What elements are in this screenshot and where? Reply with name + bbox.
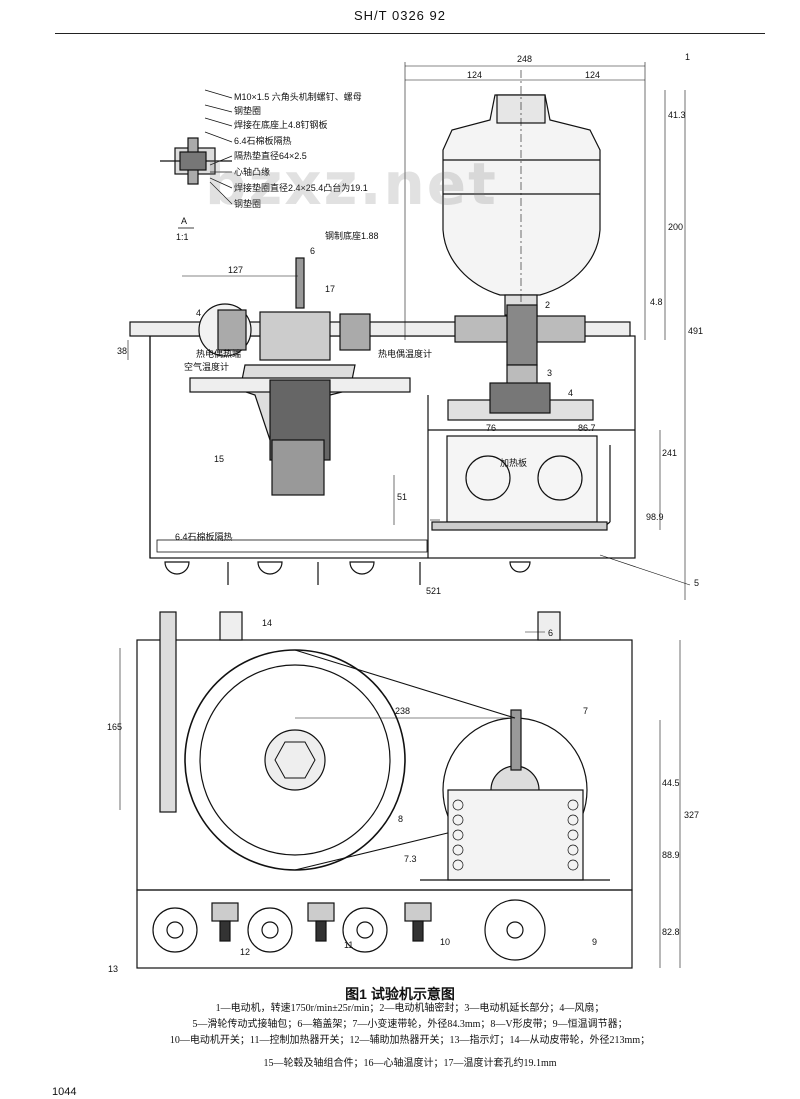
dim-86-7: 86.7 [578,423,596,433]
label-air-temp: 空气温度计 [184,361,229,372]
label-thermometer-well: 热电偶温度计 [378,348,432,359]
marker-4-left: 4 [196,308,201,318]
marker-4: 4 [568,388,573,398]
dim-521: 521 [426,586,441,596]
running-header: SH/T 0326 92 [354,8,446,23]
dim-51: 51 [397,492,407,502]
marker-10: 10 [440,937,450,947]
detail-callout-2: 钢垫圈 [234,105,261,116]
header-rule [55,33,765,34]
dim-200: 200 [668,222,683,232]
dim-41-3: 41.3 [668,110,686,120]
detail-scale-label: A [181,216,187,226]
marker-1: 1 [685,52,690,62]
detail-callout-5: 隔热垫直径64×2.5 [234,150,307,161]
dim-327: 327 [684,810,699,820]
dim-7-3: 7.3 [404,854,417,864]
marker-9: 9 [592,937,597,947]
marker-8: 8 [398,814,403,824]
dim-4-8: 4.8 [650,297,663,307]
dim-98-9: 98.9 [646,512,664,522]
dim-88-9: 88.9 [662,850,680,860]
legend-line-2: 5—滑轮传动式接轴包；6—箱盖架；7—小变速带轮，外径84.3mm；8—V形皮带… [192,1019,628,1030]
legend-line-1: 1—电动机，转速1750r/min±25r/min；2—电动机轴密封；3—电动机… [215,1003,605,1014]
legend-line-3: 10—电动机开关；11—控制加热器开关；12—辅助加热器开关；13—指示灯；14… [169,1035,651,1046]
dim-241: 241 [662,448,677,458]
technical-drawing: M10×1.5 六角头机制螺钉、螺母 钢垫圈 焊接在底座上4.8钉钢板 6.4石… [107,52,703,974]
top-view [127,62,691,600]
marker-14: 14 [262,618,272,628]
marker-6: 6 [548,628,553,638]
dim-165: 165 [107,722,122,732]
detail-callout-6: 心轴凸缘 [234,166,270,177]
detail-a [160,89,233,229]
detail-scale: 1:1 [176,232,189,242]
detail-callout-4: 6.4石棉板隔热 [234,135,292,146]
dim-38: 38 [117,346,127,356]
dim-124-left: 124 [467,70,482,80]
label-thermocouple: 热电偶热端 [196,348,241,359]
dim-76: 76 [486,423,496,433]
marker-2: 2 [545,300,550,310]
marker-7: 7 [583,706,588,716]
label-asbestos-layer: 6.4石棉板隔热 [175,531,233,542]
detail-callout-7: 焊接垫圈直径2.4×25.4凸台为19.1 [234,182,368,193]
dim-124-right: 124 [585,70,600,80]
label-heater-box: 加热板 [500,457,527,468]
figure-caption: 图1 试验机示意图 [345,986,455,1002]
detail-callout-8: 钢垫圈 [234,198,261,209]
label-part-17: 17 [325,284,335,294]
bottom-view [119,611,681,969]
marker-12: 12 [240,947,250,957]
dim-248: 248 [517,54,532,64]
dim-238: 238 [395,706,410,716]
marker-13: 13 [108,964,118,974]
detail-callout-3: 焊接在底座上4.8钉钢板 [234,119,328,130]
detail-callout-1: M10×1.5 六角头机制螺钉、螺母 [234,91,362,102]
marker-3: 3 [547,368,552,378]
marker-11: 11 [344,940,353,950]
label-part-15: 15 [214,454,224,464]
legend-line-4: 15—轮毂及轴组合件；16—心轴温度计；17—温度计套孔约19.1mm [263,1058,557,1069]
dim-127: 127 [228,265,243,275]
label-part-6: 6 [310,246,315,256]
dim-44-5: 44.5 [662,778,680,788]
watermark: bzxz.net [205,150,498,218]
dim-491: 491 [688,326,703,336]
marker-5: 5 [694,578,699,588]
label-steel-base: 钢制底座1.88 [325,230,379,241]
dim-82-8: 82.8 [662,927,680,937]
page-number: 1044 [52,1086,77,1098]
